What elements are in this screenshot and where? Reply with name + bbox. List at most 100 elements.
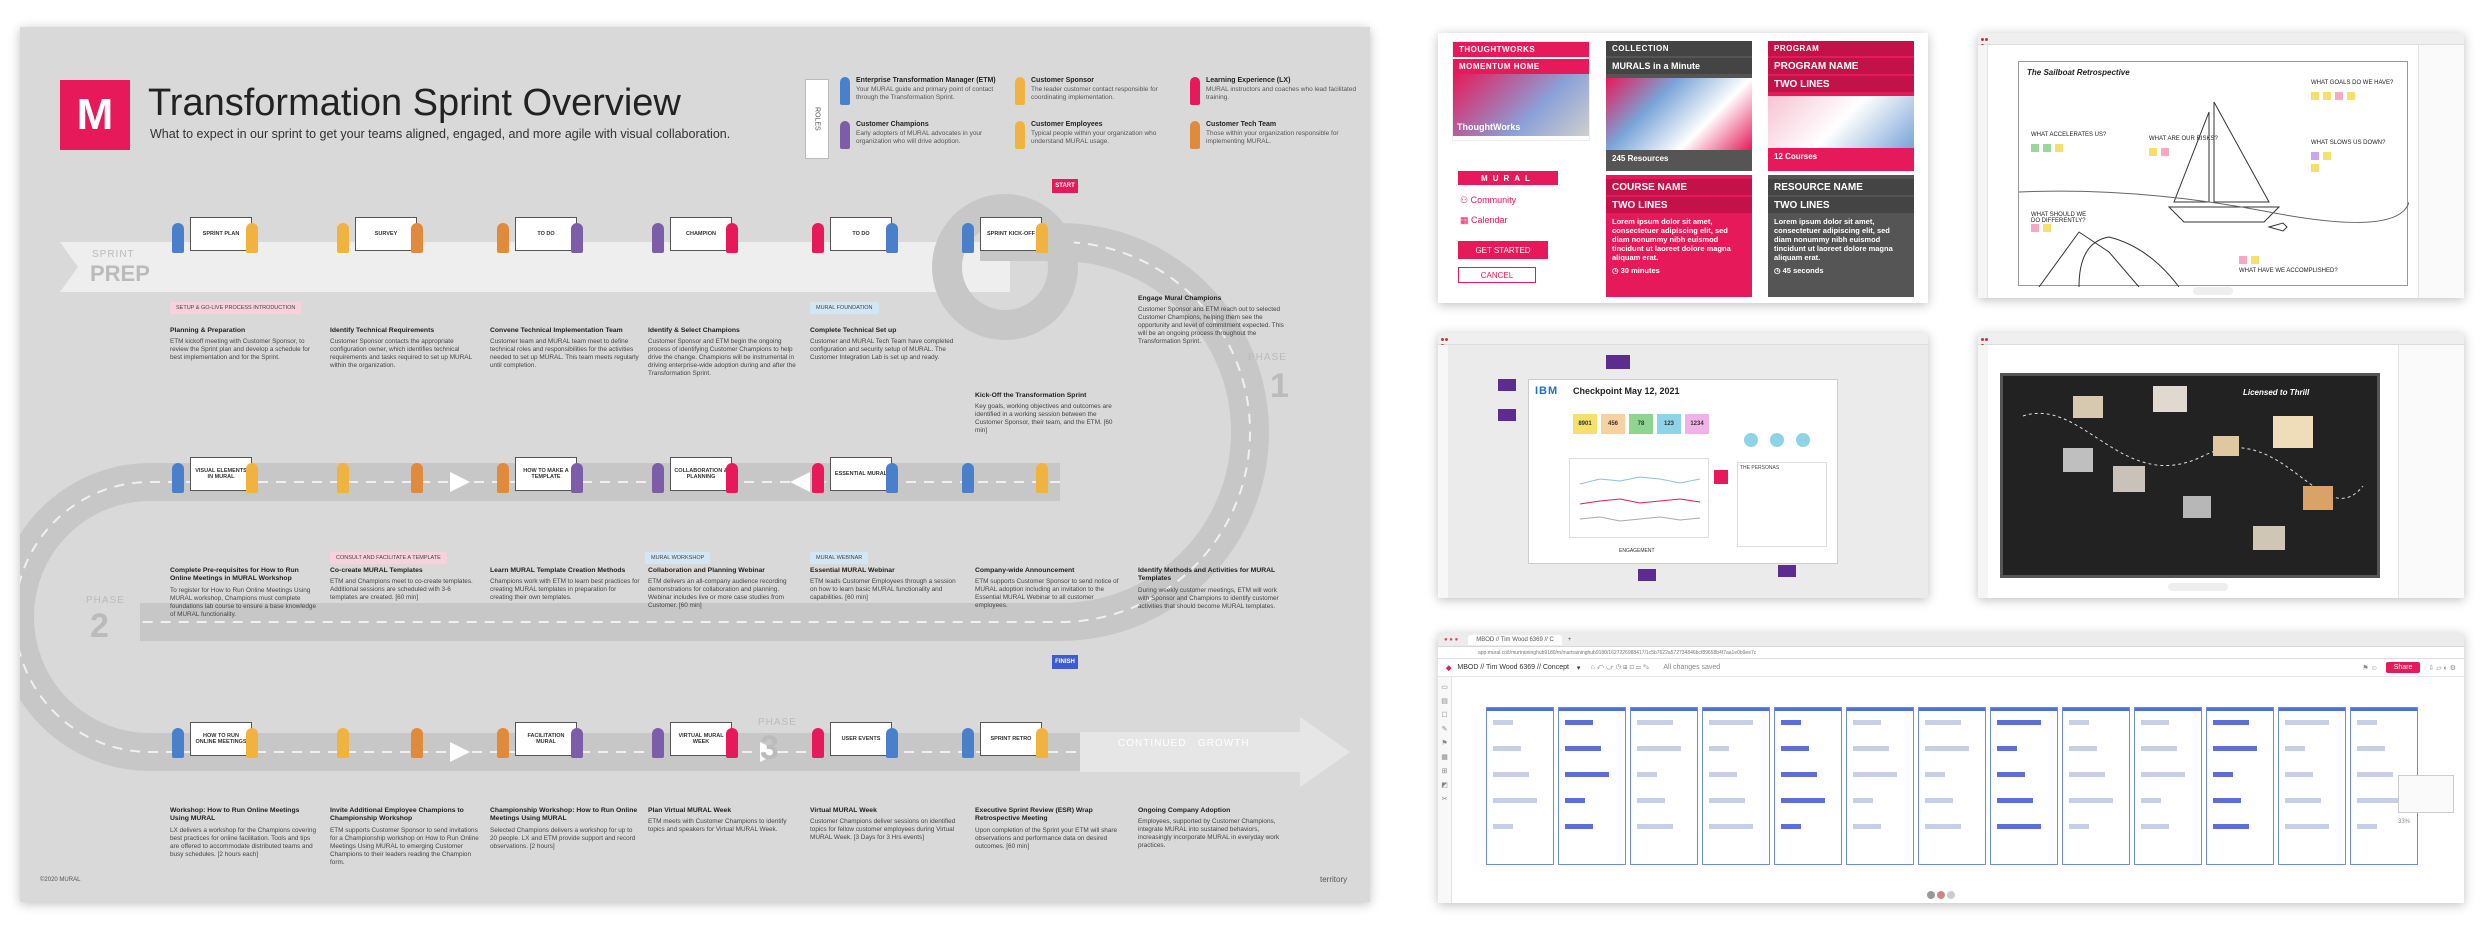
board-frame[interactable] [2134,707,2202,865]
sticky-note[interactable] [2347,92,2355,100]
prep-label: PREP [90,261,150,286]
sticky-note[interactable] [2031,144,2039,152]
whiteboard-sign: COLLABORATION & PLANNING [670,457,732,491]
photo-card[interactable] [2213,436,2239,456]
step-title: Plan Virtual MURAL Week [648,807,732,814]
mural-home-icon[interactable]: ◆ [1446,664,1452,672]
program-card[interactable]: PROGRAM PROGRAM NAME TWO LINES 12 Course… [1768,41,1914,171]
legend-name: Customer Champions [856,121,929,128]
sticky-note[interactable] [2251,256,2259,264]
collection-card[interactable]: COLLECTION MURALS in a Minute 245 Resour… [1606,41,1752,171]
frame-content [1709,772,1737,777]
resource-card[interactable]: RESOURCE NAME TWO LINES Lorem ipsum dolo… [1768,175,1914,297]
sticky-note[interactable] [2323,152,2331,160]
sticky-note[interactable] [2239,256,2247,264]
sticky-note[interactable] [2149,148,2157,156]
calendar-link[interactable]: ▦ Calendar [1460,215,1508,225]
collaborator-avatars[interactable] [2193,287,2233,295]
chalkboard[interactable]: Licensed to Thrill [2000,373,2380,578]
whiteboard-sign: SPRINT RETRO [980,722,1042,756]
export-icons[interactable]: ⇩ ▱ ◐ ⚙ [2428,664,2456,672]
community-link[interactable]: ⚇ Community [1460,195,1517,205]
photo-card[interactable] [2253,526,2285,550]
minimap[interactable] [2398,775,2454,813]
collaborator-avatars[interactable] [1926,887,1966,899]
course-card[interactable]: COURSE NAME TWO LINES Lorem ipsum dolor … [1606,175,1752,297]
sticky-note[interactable] [2311,152,2319,160]
sticky-note[interactable] [2043,144,2051,152]
photo-card[interactable] [2153,386,2187,412]
board-frame[interactable] [1990,707,2058,865]
toolbar-icons[interactable]: ⌂ ⤺ ⤻ ◷ ⊞ ⊡ ▭ ✎ [1590,663,1650,671]
sticky-note[interactable] [2311,164,2319,172]
frame-content [2141,824,2169,829]
cancel-button[interactable]: CANCEL [1458,267,1536,283]
step-text: ETM delivers an all-company audience rec… [648,578,787,610]
photo-card[interactable] [2063,448,2093,472]
board-frame[interactable] [2278,707,2346,865]
photo-card[interactable] [2303,486,2333,510]
address-bar[interactable]: app.mural.co/t/murtraininghub9180/m/murt… [1438,647,2464,659]
card3-count: 12 Courses [1774,152,1818,161]
new-tab-icon[interactable]: + [1567,636,1572,643]
pink-sticky[interactable] [1714,470,1728,484]
share-button[interactable]: Share [2385,662,2421,673]
right-toolbar-icons[interactable]: ⚑ ☺ [2362,664,2378,672]
left-tool-rail[interactable]: ▭▤☐✎⚑▦⊞◩✂ [1438,677,1452,903]
frame-content [1853,746,1889,751]
sticky-note[interactable] [2161,148,2169,156]
collaborator-avatars[interactable] [2168,583,2228,591]
frame-content [1853,772,1897,777]
sticky-note[interactable] [2031,224,2039,232]
sticky-note[interactable] [2055,144,2063,152]
person-figure-icon [1036,223,1048,253]
photo-card[interactable] [2113,466,2145,492]
sticky-note[interactable] [2311,92,2319,100]
purple-sticky[interactable] [1638,569,1656,581]
purple-sticky[interactable] [1778,565,1796,577]
sticky-note[interactable] [2323,92,2331,100]
lms-cards-screenshot: THOUGHTWORKS MOMENTUM HOME ThoughtWorks … [1438,33,1928,303]
sticky-note[interactable] [2335,92,2343,100]
board-frame[interactable] [2206,707,2274,865]
board-frame[interactable] [1630,707,1698,865]
purple-sticky[interactable] [1606,355,1630,369]
card4-time: ◷ 30 minutes [1612,266,1660,275]
chevron-down-icon[interactable]: ▾ [1576,664,1581,672]
board-frame[interactable] [1918,707,1986,865]
board-frame[interactable] [1774,707,1842,865]
board-frame[interactable] [1558,707,1626,865]
phase2-number: 2 [90,607,109,645]
legend-name: Enterprise Transformation Manager (ETM) [856,77,996,84]
sailboat-board[interactable]: The Sailboat Retrospective WHAT GOALS DO… [2018,61,2409,287]
board-frame[interactable] [1486,707,1554,865]
board-frame[interactable] [1702,707,1770,865]
board-frame[interactable] [2062,707,2130,865]
notebook-card[interactable] [2273,416,2313,448]
step-text: ETM supports Customer Sponsor to send no… [975,578,1119,610]
sticky-note[interactable] [2043,224,2051,232]
photo-card[interactable] [2183,496,2211,518]
step-title: Workshop: How to Run Online Meetings Usi… [170,807,300,823]
legend-item: Learning Experience (LX)MURAL instructor… [1190,77,1365,105]
whiteboard-sign: VIRTUAL MURAL WEEK [670,722,732,756]
card2-header: COLLECTION [1606,41,1752,56]
get-started-button[interactable]: GET STARTED [1458,241,1548,259]
photo-card[interactable] [2073,396,2103,418]
browser-bar [1978,33,2464,47]
purple-sticky[interactable] [1498,379,1516,391]
browser-tab[interactable]: MBOD // Tim Wood 6369 // C [1468,634,1562,645]
step-text: Customer and MURAL Tech Team have comple… [810,338,954,362]
step-title: Co-create MURAL Templates [330,567,423,574]
board-breadcrumb[interactable]: MBOD // Tim Wood 6369 // Concept [1457,664,1569,671]
app-canvas[interactable] [1486,707,2436,865]
board-frame[interactable] [1846,707,1914,865]
card3-name2: TWO LINES [1768,76,1914,92]
purple-sticky[interactable] [1498,409,1516,421]
zoom-level[interactable]: 33% [2398,819,2411,825]
thoughtworks-card[interactable]: THOUGHTWORKS MOMENTUM HOME ThoughtWorks [1452,41,1590,141]
